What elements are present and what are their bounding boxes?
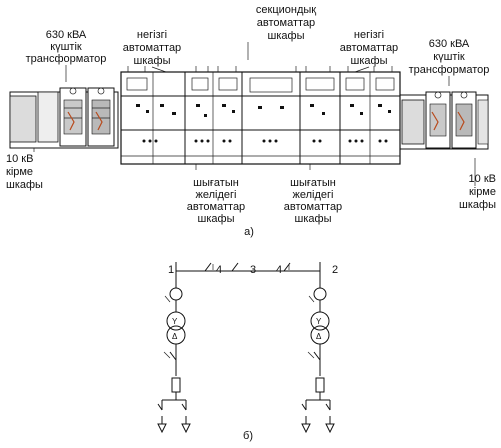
main-right-line-3: шкафы [351, 55, 388, 67]
input-left-line-3: шкафы [6, 179, 43, 191]
outgoing-right-line-1: шығатын [290, 177, 336, 189]
svg-text:Δ: Δ [316, 332, 322, 341]
main-right-line-2: автоматтар [340, 42, 398, 54]
outgoing-left-line-4: шкафы [198, 213, 235, 225]
outgoing-left-line-2: желідегі [196, 189, 237, 201]
input-left-line-2: кірме [6, 166, 33, 178]
input-right-line-3: шкафы [459, 199, 496, 211]
caption-b: б) [243, 430, 253, 442]
label-transformer-left: 630 кВА күштік трансформатор [26, 29, 107, 65]
svg-text:Δ: Δ [172, 332, 178, 341]
transformer-right-line-1: 630 кВА [429, 38, 470, 50]
label-main-breakers-left: негізгі автоматтар шкафы [123, 29, 181, 67]
svg-text:Y: Y [172, 317, 178, 326]
node-label-4-left: 4 [216, 264, 222, 276]
caption-a: а) [244, 226, 254, 238]
main-right-line-1: негізгі [354, 29, 384, 41]
outgoing-right-line-3: автоматтар [284, 201, 342, 213]
outgoing-left-line-3: автоматтар [187, 201, 245, 213]
node-label-3: 3 [250, 264, 256, 276]
main-left-line-3: шкафы [134, 55, 171, 67]
input-left-line-1: 10 кВ [6, 153, 33, 165]
single-line-diagram: Y Δ Y Δ [157, 262, 335, 434]
node-label-1: 1 [168, 264, 174, 276]
transformer-right [399, 91, 489, 150]
node-label-2: 2 [332, 264, 338, 276]
transformer-left-line-1: 630 кВА [46, 29, 87, 41]
label-outgoing-right: шығатын желідегі автоматтар шкафы [284, 177, 342, 225]
leader-lines [33, 42, 476, 186]
label-transformer-right: 630 кВА күштік трансформатор [409, 38, 490, 76]
transformer-left-line-3: трансформатор [26, 53, 107, 65]
outgoing-right-line-4: шкафы [295, 213, 332, 225]
sectional-line-3: шкафы [268, 30, 305, 42]
sectional-line-2: автоматтар [257, 17, 315, 29]
sectional-line-1: секциондық [256, 4, 316, 16]
label-input-right: 10 кВ кірме шкафы [459, 173, 496, 211]
input-right-line-2: кірме [469, 186, 496, 198]
node-label-4-right: 4 [276, 264, 282, 276]
transformer-right-line-3: трансформатор [409, 64, 490, 76]
transformer-right-line-2: күштік [433, 51, 465, 63]
label-outgoing-left: шығатын желідегі автоматтар шкафы [187, 177, 245, 225]
outgoing-left-line-1: шығатын [193, 177, 239, 189]
main-left-line-1: негізгі [137, 29, 167, 41]
switchgear-lineup [120, 66, 401, 165]
label-main-breakers-right: негізгі автоматтар шкафы [340, 29, 398, 67]
main-left-line-2: автоматтар [123, 42, 181, 54]
label-input-left: 10 кВ кірме шкафы [6, 153, 43, 191]
svg-text:Y: Y [316, 317, 322, 326]
label-sectional: секциондық автоматтар шкафы [256, 4, 316, 42]
input-right-line-1: 10 кВ [469, 173, 496, 185]
outgoing-right-line-2: желідегі [293, 189, 334, 201]
transformer-left [9, 87, 119, 149]
transformer-left-line-2: күштік [50, 41, 82, 53]
